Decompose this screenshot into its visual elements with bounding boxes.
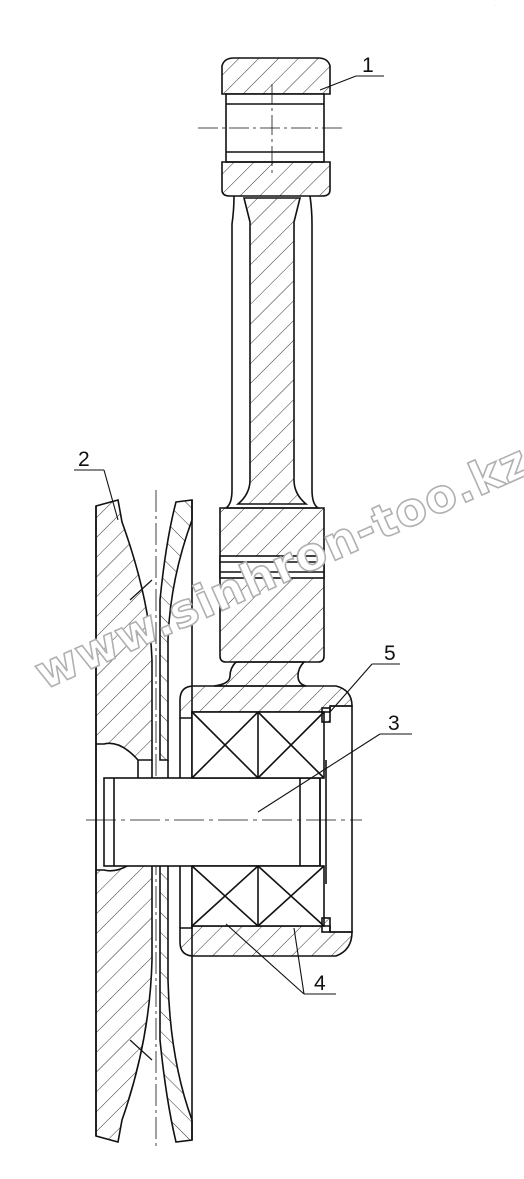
lever-arm-rib [235,197,309,505]
retaining-ring [321,707,331,933]
lever-neck [213,661,307,687]
label-part-3: 3 [388,712,400,735]
lever-top-boss-lower [221,161,331,197]
pulley-upper-right-flange [159,499,193,761]
pulley-lower-left-flange [95,857,153,1144]
bearing-lower [191,865,325,927]
shaft-body [103,777,321,867]
label-part-4: 4 [314,972,326,995]
label-part-1: 1 [362,54,374,77]
label-part-2: 2 [78,448,90,471]
lever-part [179,57,353,957]
lever-middle-boss [219,507,325,663]
pulley-upper-left-flange [95,498,153,761]
bearing-housing-side [330,705,353,933]
pulley-lower-right-flange [159,857,193,1143]
corner-mark: ·· [494,3,496,7]
bearing-upper [191,711,325,779]
pulley-part [95,490,193,1150]
label-part-5: 5 [384,642,396,665]
leader-lines [74,75,412,995]
lever-top-boss-upper [221,57,331,95]
shaft-part [86,760,362,884]
